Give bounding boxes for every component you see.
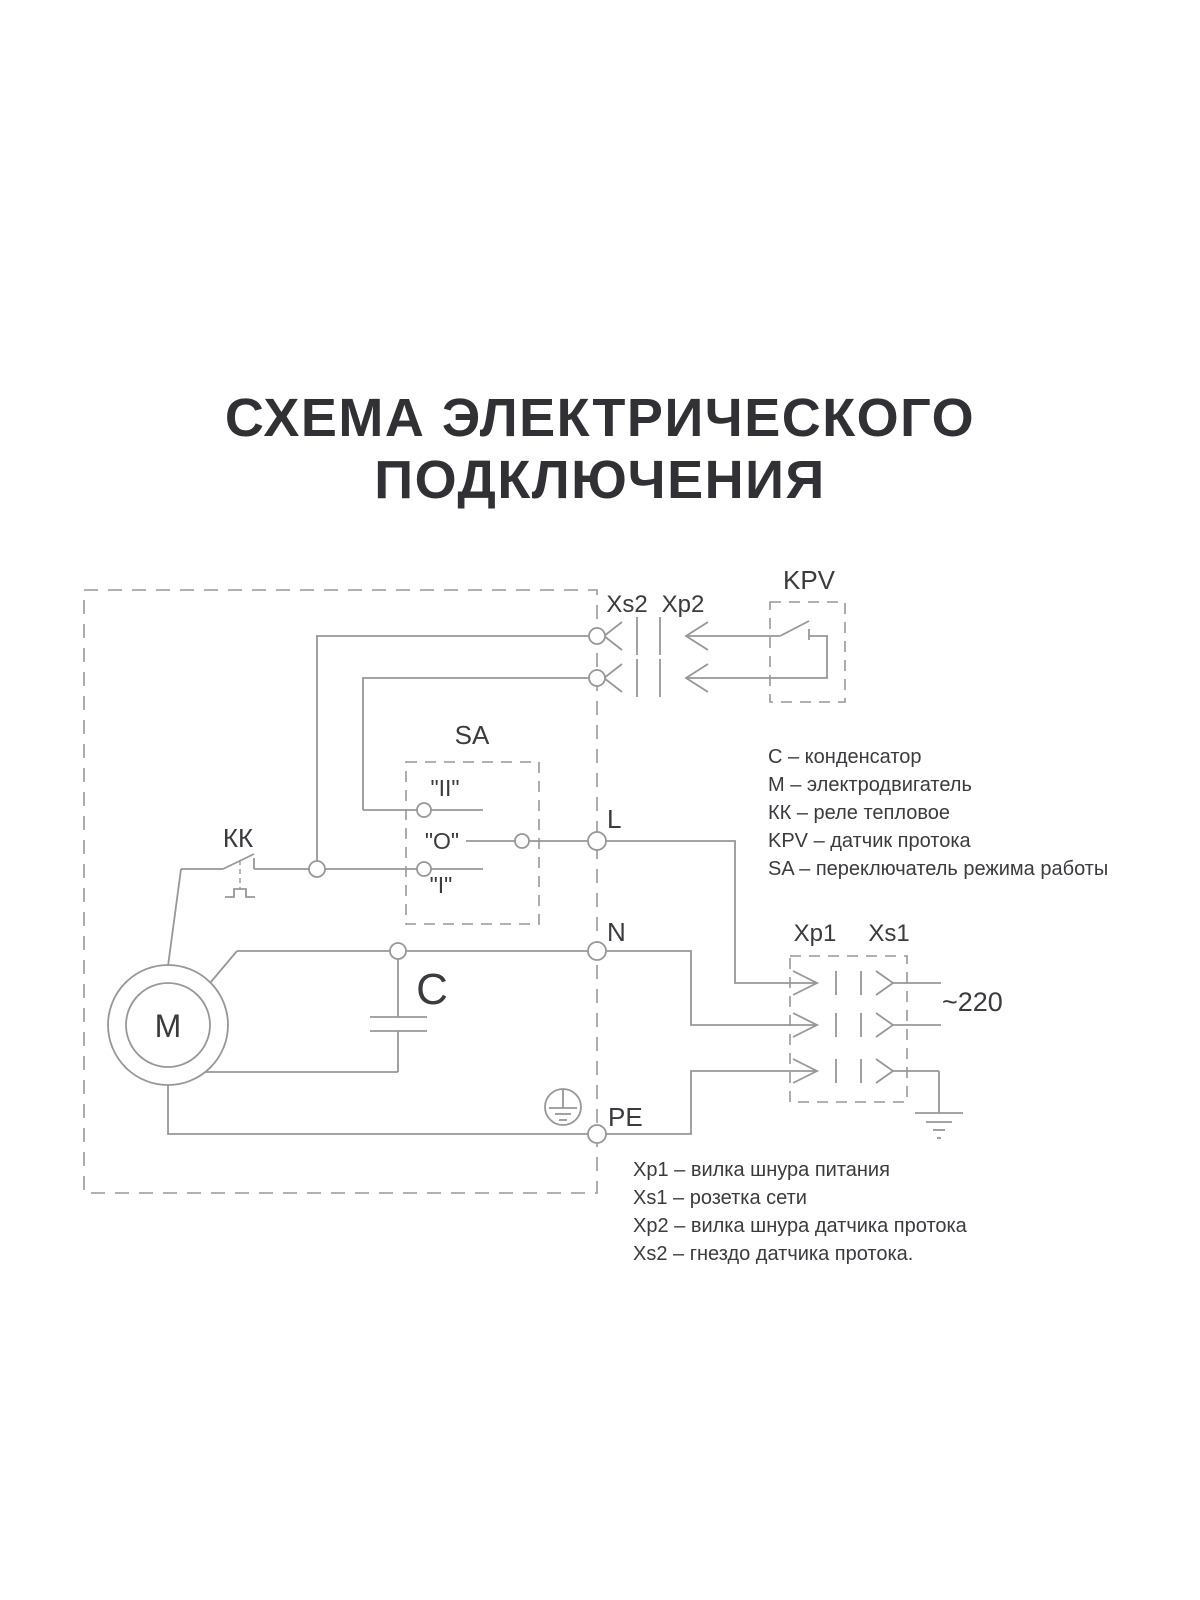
legend-item-xp2: Xp2 – вилка шнура датчика протока [633,1215,967,1237]
legend-item-sa: SA – переключатель режима работы [768,858,1109,880]
thermal-relay-kk [167,853,483,967]
legend-item-xp1: Xp1 – вилка шнура питания [633,1159,890,1181]
legend-item-m: М – электродвигатель [768,774,972,796]
mains-earth-symbol [915,1071,963,1139]
connector-xs2-xp2 [602,617,709,697]
component-legend: С – конденсатор М – электродвигатель КК … [768,743,1108,883]
pe-earth-badge [544,1088,582,1126]
sa-box [405,761,540,925]
motor-symbol [107,964,229,1086]
capacitor-symbol [370,951,427,1072]
kpv-box [769,601,846,703]
diagram-labels: Xs2 Xp2 KPV SA "II" "O" "I" КК L N PE M … [155,565,1003,1132]
label-mains-voltage: ~220 [942,987,1003,1017]
power-wiring [167,840,817,1135]
label-position-ii: "II" [430,775,459,801]
label-xs2: Xs2 [606,591,647,618]
title-line-2: ПОДКЛЮЧЕНИЯ [374,450,826,510]
label-kk: КК [223,823,253,853]
label-position-i: "I" [430,872,453,898]
connector-xp1-xs1 [792,970,941,1084]
legend-item-kpv: KPV – датчик протока [768,830,971,852]
label-n: N [607,917,626,947]
kpv-switch [686,620,828,679]
xp1-xs1-box [789,955,908,1103]
label-c: C [416,965,448,1014]
label-pe: PE [608,1102,643,1132]
legend-item-xs1: Xs1 – розетка сети [633,1187,807,1209]
title-line-1: СХЕМА ЭЛЕКТРИЧЕСКОГО [224,388,976,448]
label-position-o: "O" [425,828,459,854]
label-l: L [607,804,621,834]
label-m: M [155,1008,182,1044]
page-title: СХЕМА ЭЛЕКТРИЧЕСКОГО ПОДКЛЮЧЕНИЯ [0,387,1200,511]
label-xp1: Xp1 [794,920,837,947]
label-xp2: Xp2 [662,591,705,618]
label-kpv: KPV [783,565,836,595]
connector-legend: Xp1 – вилка шнура питания Xs1 – розетка … [633,1156,967,1268]
legend-item-kk: КК – реле тепловое [768,802,951,824]
main-enclosure-box [83,589,598,1194]
terminal-nodes [308,627,607,1144]
label-xs1: Xs1 [868,920,909,947]
label-sa: SA [455,720,490,750]
legend-item-c: С – конденсатор [768,746,922,768]
legend-item-xs2: Xs2 – гнездо датчика протока. [633,1243,914,1265]
